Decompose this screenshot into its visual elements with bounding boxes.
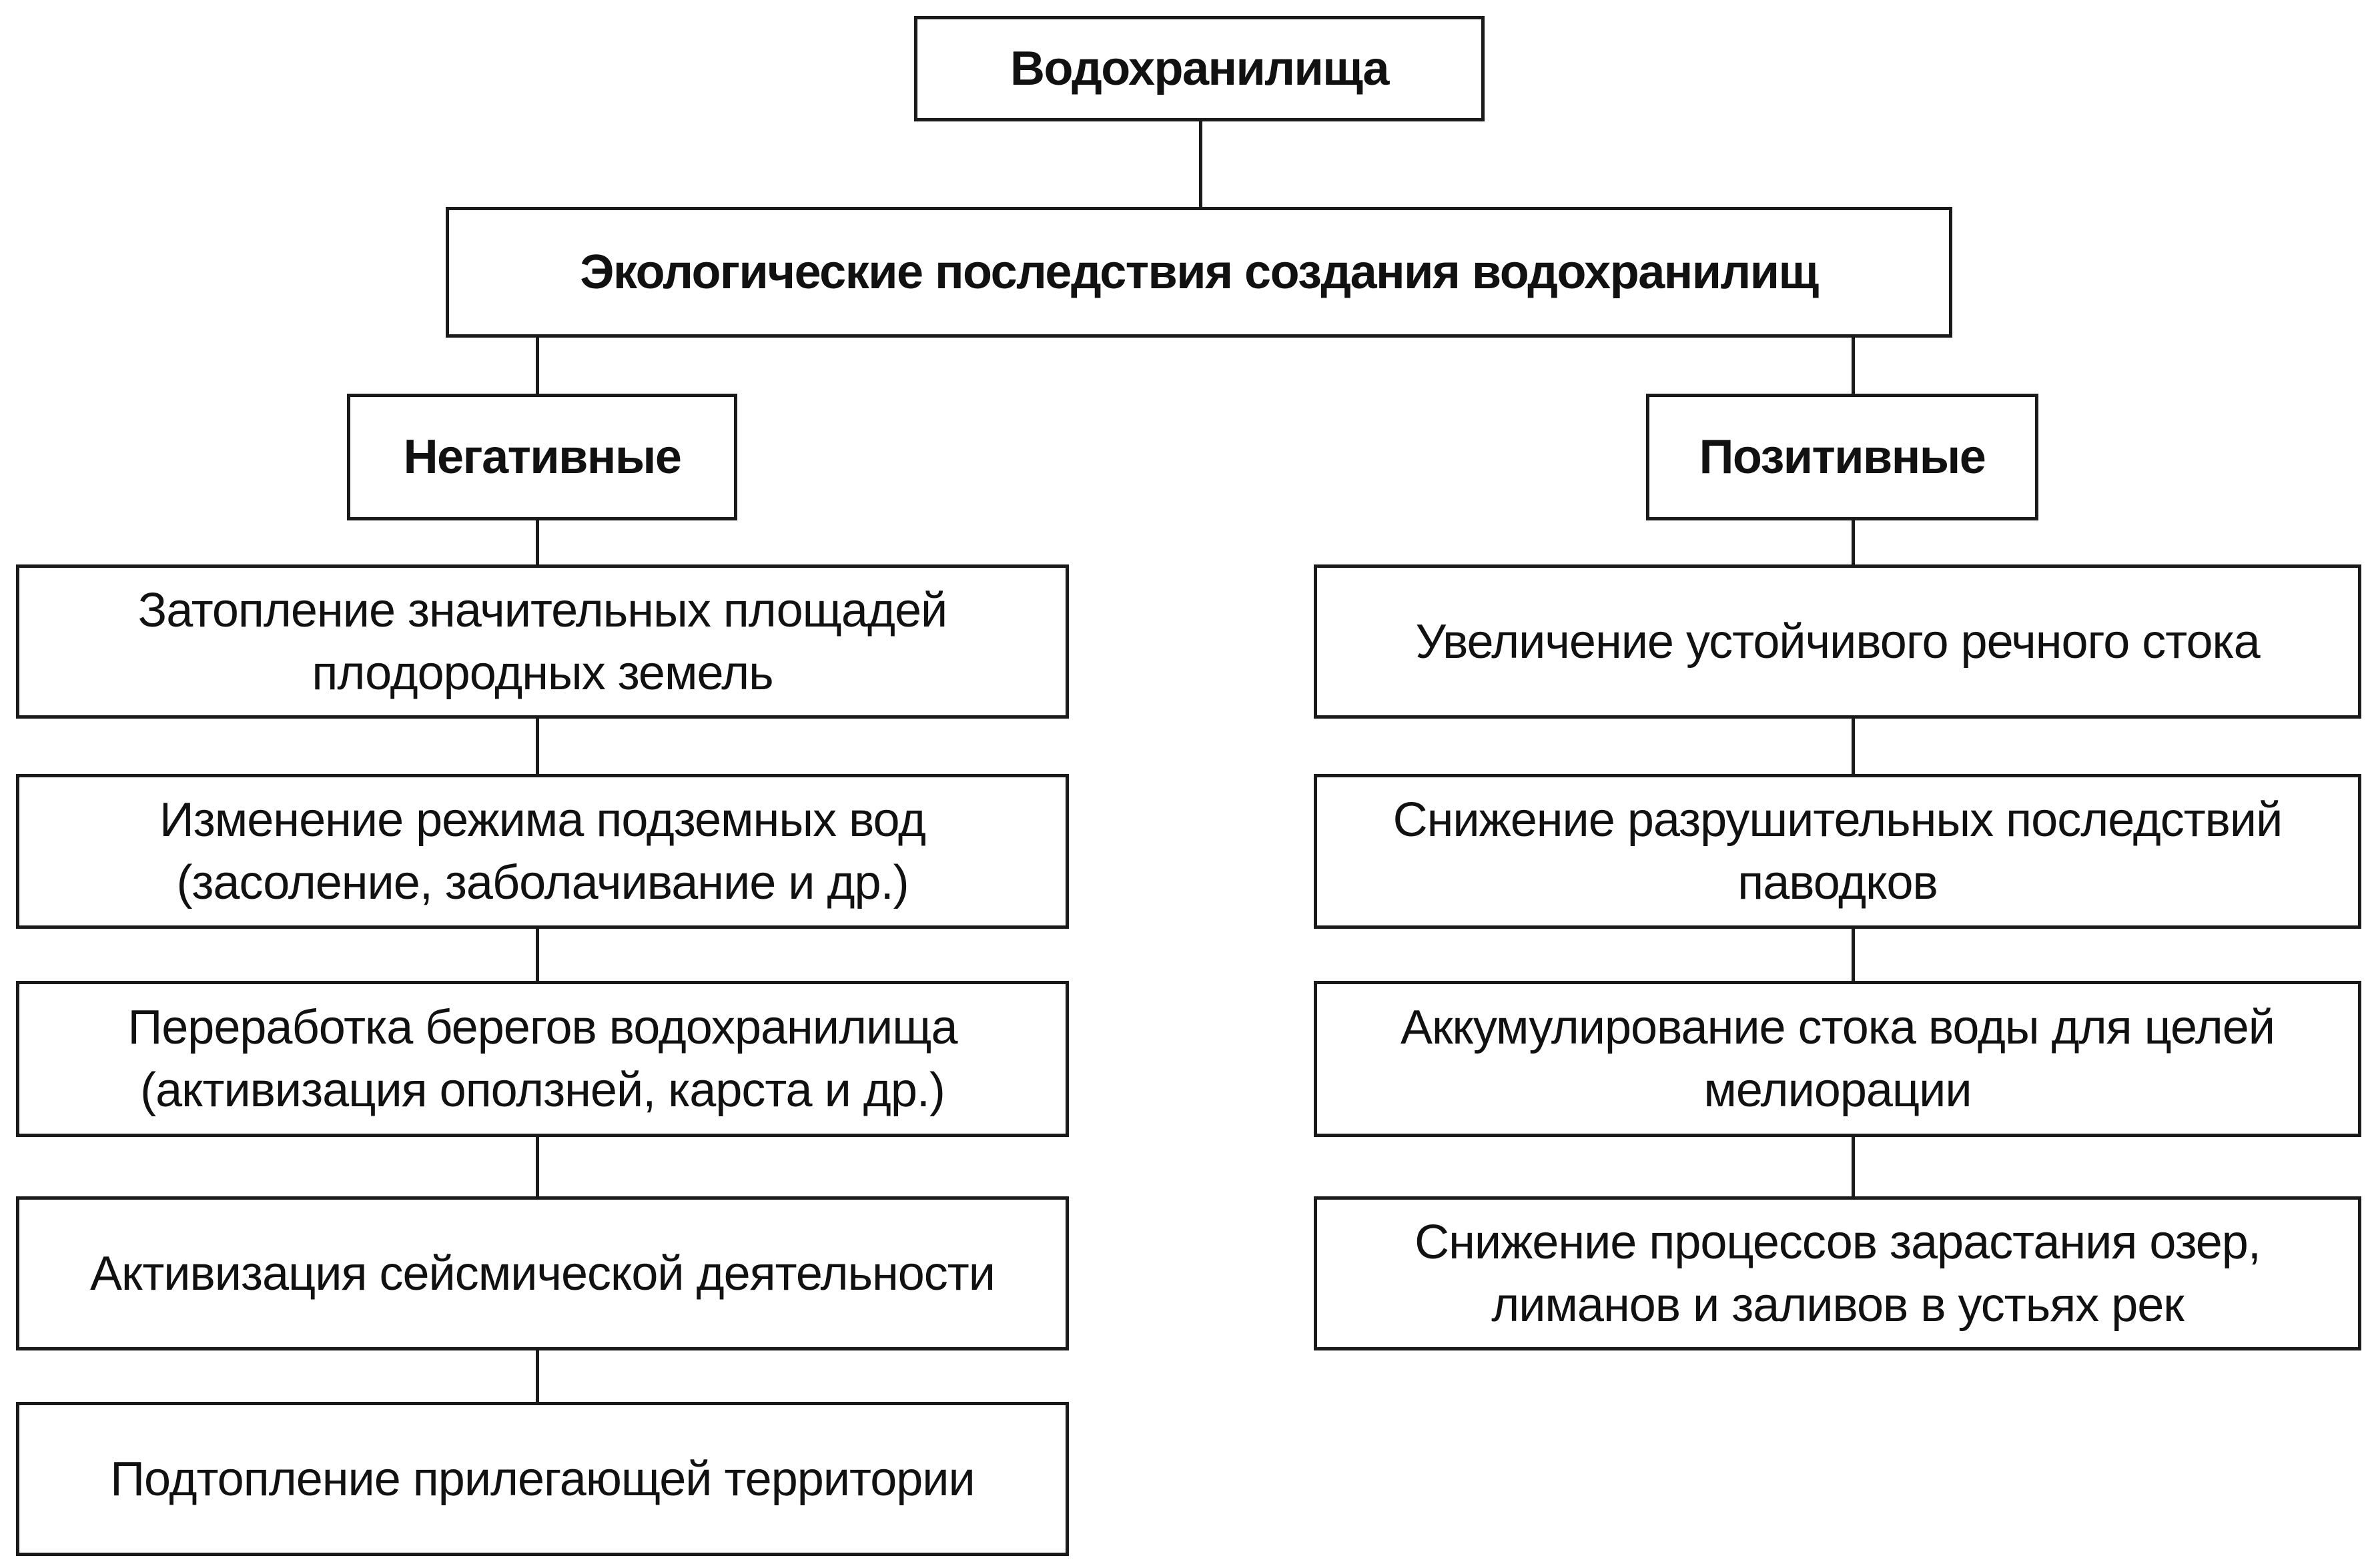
negative-item-3: Переработка берегов водохранилища (актив… — [16, 981, 1069, 1137]
connector-negative-4 — [536, 1136, 539, 1199]
connector-negative-3 — [536, 927, 539, 982]
negative-item-1: Затопление значительных площадей плодоро… — [16, 564, 1069, 719]
connector-positive-3 — [1852, 927, 1855, 982]
negative-item-4-label: Активизация сейсмической деятельности — [90, 1246, 996, 1300]
positive-item-3-label: Аккумулирование стока воды для целей мел… — [1401, 1001, 2275, 1117]
positive-item-1-label: Увеличение устойчивого речного стока — [1415, 615, 2260, 669]
negative-item-2-label: Изменение режима подземных вод (засолени… — [159, 793, 926, 909]
negative-item-2: Изменение режима подземных вод (засолени… — [16, 774, 1069, 929]
positive-box: Позитивные — [1646, 394, 2038, 520]
connector-negative-5 — [536, 1349, 539, 1405]
positive-item-2-label: Снижение разрушительных последствий паво… — [1393, 793, 2283, 909]
negative-box: Негативные — [347, 394, 737, 520]
negative-item-1-label: Затопление значительных площадей плодоро… — [137, 583, 947, 700]
main-label: Экологические последствия создания водох… — [580, 246, 1819, 299]
positive-item-2: Снижение разрушительных последствий паво… — [1314, 774, 2361, 929]
negative-item-5-label: Подтопление прилегающей территории — [110, 1452, 975, 1506]
negative-label: Негативные — [403, 430, 682, 484]
positive-item-4-label: Снижение процессов зарастания озер, лима… — [1415, 1215, 2261, 1332]
connector-root-main — [1199, 120, 1202, 208]
connector-negative-2 — [536, 717, 539, 776]
connector-main-negative — [536, 336, 539, 396]
positive-item-1: Увеличение устойчивого речного стока — [1314, 564, 2361, 719]
negative-item-3-label: Переработка берегов водохранилища (актив… — [127, 1001, 957, 1117]
connector-main-positive — [1852, 336, 1855, 396]
connector-negative-1 — [536, 519, 539, 567]
negative-item-4: Активизация сейсмической деятельности — [16, 1196, 1069, 1350]
positive-item-4: Снижение процессов зарастания озер, лима… — [1314, 1196, 2361, 1350]
root-box: Водохранилища — [914, 16, 1485, 121]
connector-positive-4 — [1852, 1136, 1855, 1199]
negative-item-5: Подтопление прилегающей территории — [16, 1402, 1069, 1556]
positive-label: Позитивные — [1699, 430, 1986, 484]
main-box: Экологические последствия создания водох… — [446, 207, 1952, 338]
root-label: Водохранилища — [1010, 42, 1389, 95]
connector-positive-1 — [1852, 519, 1855, 567]
positive-item-3: Аккумулирование стока воды для целей мел… — [1314, 981, 2361, 1137]
connector-positive-2 — [1852, 717, 1855, 776]
